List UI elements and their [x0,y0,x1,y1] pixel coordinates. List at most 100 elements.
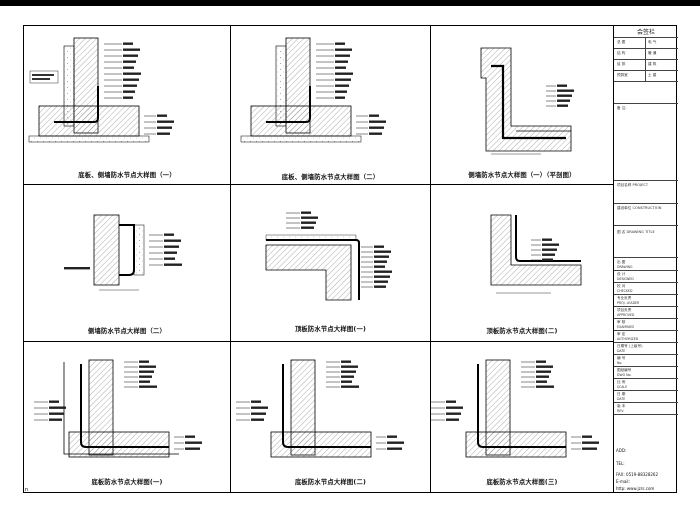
leader-label-mark [123,96,133,99]
leader-label-mark [139,385,157,388]
note-box [29,70,59,84]
waterproof-membrane [119,224,135,276]
leader-label-mark [123,42,133,45]
title-field-label-en: AUTHORIZED [617,337,639,341]
detail-cell: 底板、侧墙防水节点大样图（一） [24,26,230,184]
contact-email: E-mail: [616,479,630,484]
leader-label-mark [341,375,354,378]
waterproof-membrane [491,64,566,140]
leader-label-mark [369,120,386,123]
contact-address: ADD: [616,448,627,453]
detail-cell: 侧墙防水节点大样图（二） [24,185,230,341]
leader-label-mark [157,120,174,123]
detail-caption: 底板防水节点大样图(二) [294,479,367,486]
leader-label-mark [335,84,349,87]
title-field-label: 日 期 [617,392,626,396]
leader-label-mark [374,285,386,288]
leader-label-mark [446,406,463,409]
client-label: 建设单位 CONSTRUCTION [617,206,662,210]
leader-label-mark [374,260,387,263]
contact-fax: FAX: 0519-88328262 [616,472,659,477]
leader-label-mark [446,418,459,421]
sign-row-label: 结 构 [617,51,626,55]
leader-label-mark [536,375,549,378]
leader-label-mark [157,126,172,129]
leader-label-mark [536,365,553,368]
title-block: 会签栏 总 图电 气结 构暖 通给 排建 筑预算室土 建 备 注: 项目名称 P… [613,25,678,493]
sign-row-label: 预算室 [617,73,628,77]
leader-label-mark [123,54,138,57]
title-field-label-en: DRAWING [617,265,633,269]
roof-slab [265,244,352,301]
title-field-label-en: EXAMINED [617,325,634,329]
title-field-label-en: DESIGNED [617,277,634,281]
detail-cell: 底板防水节点大样图(二) [231,342,430,492]
leader-label-mark [301,211,311,214]
leader-label-mark [123,84,137,87]
leader-label-mark [139,370,154,373]
leader-label-mark [251,400,261,403]
detail-caption: 侧墙防水节点大样图（二） [88,328,166,335]
leader-label-mark [123,90,135,93]
waterproof-membrane [477,364,566,448]
leader-label-mark [164,263,182,266]
leader-label-mark [49,418,62,421]
detail-drawing [236,359,404,458]
leader-label-mark [123,72,141,75]
sign-row-label: 电 气 [648,40,657,44]
sign-row-label: 总 图 [617,40,626,44]
leader-label-mark [185,441,202,444]
leader-label-mark [157,132,170,135]
contact-website: http: www.jzrs.com [616,486,655,491]
leader-label-mark [542,248,557,251]
roof-slab [490,214,582,286]
grid-divider [430,25,431,493]
leader-label-mark [536,370,551,373]
sign-row-label: 暖 通 [648,51,657,55]
sign-row-label: 建 筑 [648,62,657,66]
leader-label-mark [446,400,456,403]
leader-label-mark [335,72,353,75]
countersign-heading: 会签栏 [636,29,655,36]
grid-divider [23,184,613,185]
leader-label-mark [557,99,570,102]
leader-label-mark [369,114,379,117]
leader-label-mark [335,48,352,51]
leader-label-mark [335,90,347,93]
leader-label-mark [251,418,264,421]
project-name-label: 项目名称 PROJECT [617,183,649,187]
title-field-label: 审 定 [617,332,626,336]
title-field-label-en: DATE [617,349,626,353]
protective-layer [265,234,357,241]
title-field-label: 项目负责 [617,308,632,312]
leader-label-mark [301,221,316,224]
detail-cell: 底板、侧墙防水节点大样图（二） [231,26,430,184]
leader-label-mark [374,280,388,283]
leader-label-mark [341,370,356,373]
title-field-label-en: APPROVED [617,313,635,317]
title-field-label: 设 计 [617,272,626,276]
leader-label-mark [164,233,174,236]
leader-label-mark [557,104,568,107]
title-field-label: 比 例 [617,380,626,384]
title-field-label-en: PROJ. LEADER [617,301,640,305]
leader-label-mark [582,447,597,450]
waterproof-membrane [282,364,371,448]
leader-label-mark [387,441,404,444]
detail-caption: 顶板防水节点大样图(一) [294,326,367,333]
leader-label-mark [446,412,461,415]
leader-label-mark [374,275,390,278]
leader-label-mark [185,435,195,438]
leader-label-mark [542,238,552,241]
title-field-label: 图纸编号 [617,368,632,372]
leader-label-mark [64,267,90,270]
leader-label-mark [123,78,139,81]
leader-label-mark [374,245,384,248]
leader-label-mark [185,447,200,450]
leader-label-mark [251,412,266,415]
leader-label-mark [341,385,359,388]
title-field-label: 出 图 [617,260,626,264]
detail-drawing [34,359,202,458]
title-field-label: 审 核 [617,320,626,324]
remark-label: 备 注: [617,106,627,110]
